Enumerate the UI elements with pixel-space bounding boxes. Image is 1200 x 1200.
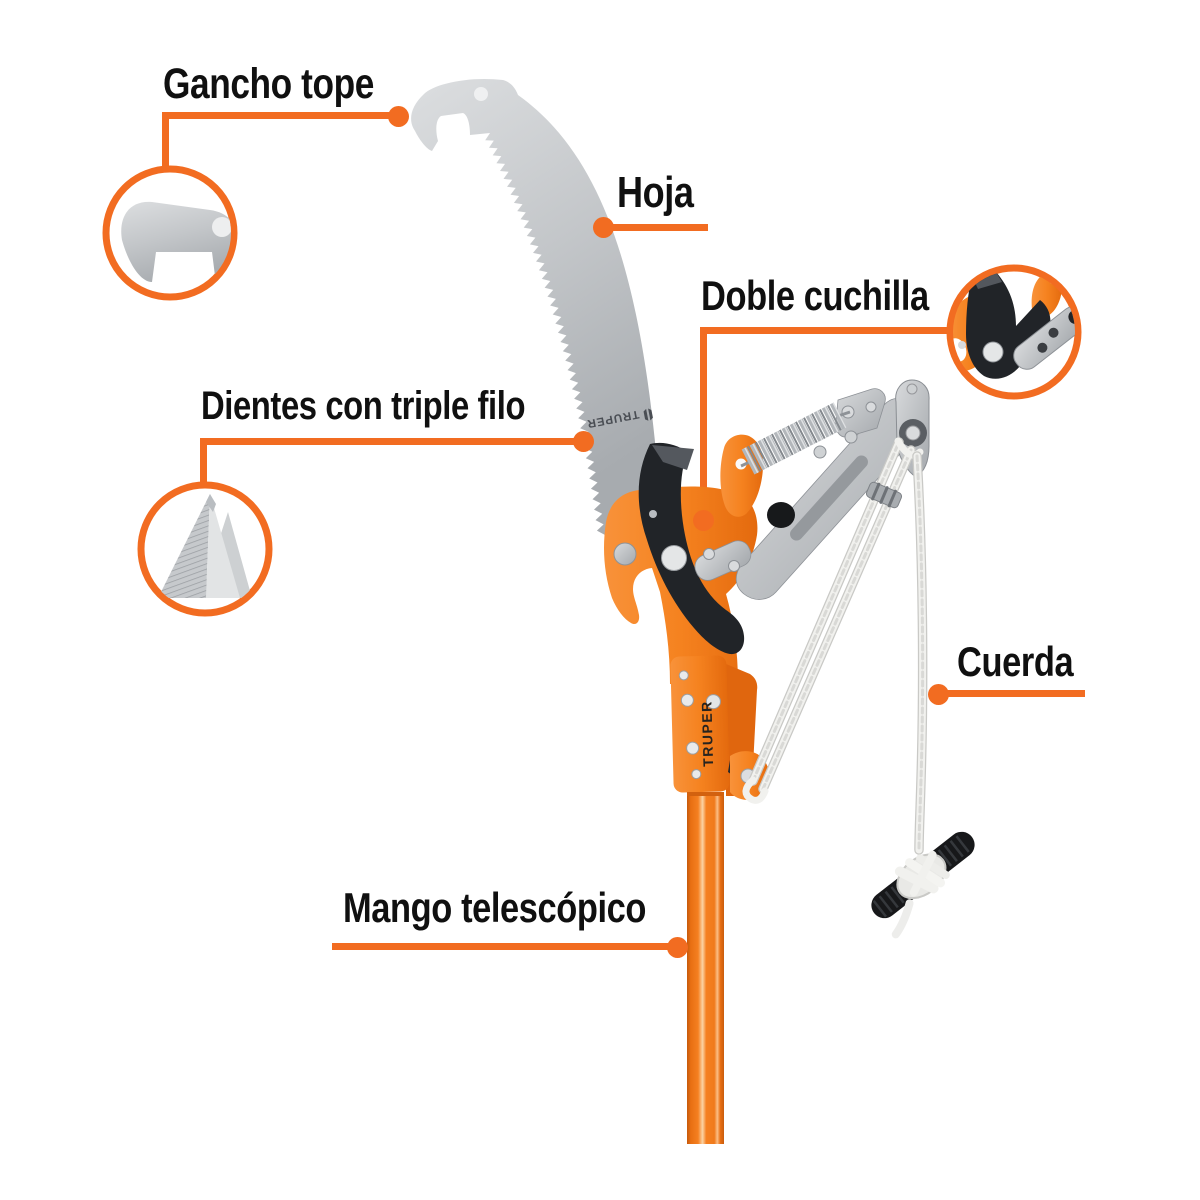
label-cuerda: Cuerda [957, 638, 1074, 685]
dientes-callout [137, 481, 273, 617]
return-spring [740, 402, 851, 475]
small-pin [649, 510, 657, 518]
bracket-rivet-1 [678, 670, 689, 681]
spring-anchor-hole [735, 458, 747, 470]
top-pulley-pin [906, 383, 918, 395]
lever-rivet-2 [813, 445, 827, 459]
dientes-connector-drop [200, 438, 207, 484]
doble-cuchilla-callout [946, 264, 1082, 400]
label-gancho-tope: Gancho tope [163, 60, 374, 108]
lever-arm-assembly [694, 379, 930, 600]
bracket-rivet-4 [691, 769, 702, 780]
pull-rope [742, 437, 928, 855]
mango-pointer-dot [667, 937, 688, 958]
pole-joint-line [687, 792, 724, 796]
doble-cuchilla-connector-line [703, 327, 949, 334]
pivot-bolt [661, 545, 687, 571]
hoja-connector-line [603, 224, 708, 231]
saw-blade-body [411, 78, 663, 540]
hoja-pointer-dot [593, 217, 614, 238]
cutting-blade-highlight [652, 445, 694, 470]
pruner-head [604, 434, 764, 684]
doble-cuchilla-connector-drop [700, 327, 707, 513]
gancho-tope-pointer-dot [388, 106, 409, 127]
label-dientes: Dientes con triple filo [201, 384, 526, 428]
spring-anchor-ear [720, 434, 764, 517]
link-rivet-1 [703, 548, 715, 560]
telescopic-pole [687, 792, 724, 1144]
rope-crimp [865, 481, 903, 509]
saw-blade: TRUPER [411, 78, 663, 540]
upper-rivet-2 [865, 401, 877, 413]
cuerda-pointer-dot [928, 684, 949, 705]
cutting-blade-black [638, 442, 745, 655]
label-mango: Mango telescópico [343, 884, 647, 931]
dientes-connector-line [203, 438, 583, 445]
head-rivet-left [613, 542, 637, 566]
bracket-brand-text: TRUPER [698, 700, 716, 767]
dientes-pointer-dot [573, 431, 594, 452]
saw-tooth-detail-icon [158, 494, 252, 598]
link-rivet-2 [728, 560, 740, 572]
hook-detail-icon [121, 201, 231, 284]
clamp-bracket: TRUPER [670, 655, 730, 793]
link-plate-lower [694, 540, 752, 581]
label-hoja: Hoja [617, 168, 694, 217]
lever-rivet-1 [844, 430, 858, 444]
gancho-tope-connector-line [165, 112, 397, 119]
mango-connector-line [332, 943, 677, 950]
blade-hanging-hole [474, 87, 488, 101]
lever-rubber-stop [767, 502, 795, 528]
rope-toggle-handle [871, 831, 975, 939]
bracket-screw [705, 694, 721, 710]
double-blade-detail-icon [953, 271, 1075, 379]
gancho-tope-connector-drop [162, 112, 169, 170]
truper-logo-icon [643, 408, 653, 421]
bracket-rivet-2 [680, 693, 694, 707]
cuerda-connector-line [938, 690, 1085, 697]
bracket-rivet-3 [686, 741, 700, 755]
label-doble-cuchilla: Doble cuchilla [701, 272, 929, 319]
top-pulley-hub [905, 425, 921, 441]
pole-assembly: TRUPER [670, 655, 770, 1144]
gancho-tope-callout [102, 165, 238, 301]
lever-slot [790, 455, 868, 541]
doble-cuchilla-pointer-dot [693, 510, 714, 531]
